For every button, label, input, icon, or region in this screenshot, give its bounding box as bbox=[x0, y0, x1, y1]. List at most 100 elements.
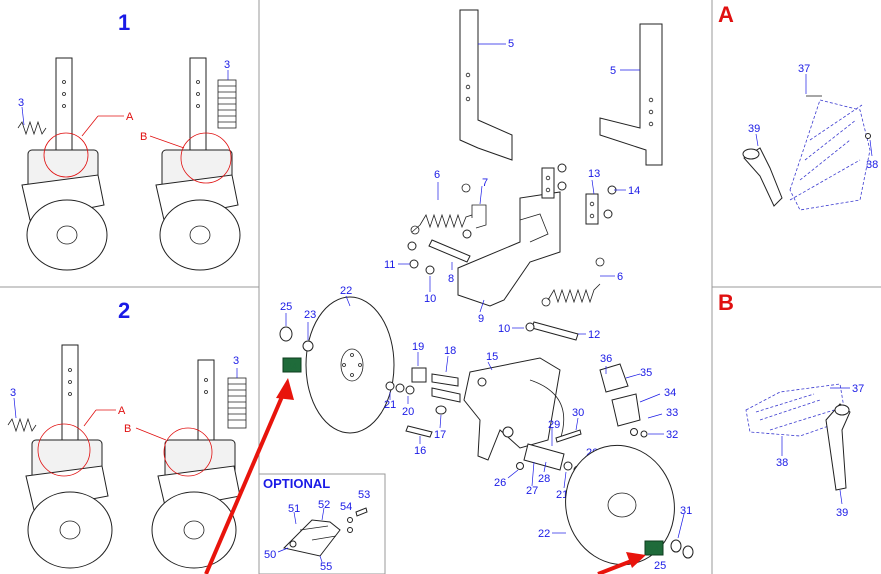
part-label: 12 bbox=[588, 329, 600, 341]
clip-part bbox=[471, 204, 487, 229]
part-label: 28 bbox=[538, 473, 550, 485]
seed-tube-part bbox=[742, 147, 783, 207]
highlight-marker bbox=[282, 357, 302, 373]
seed-tube-part bbox=[825, 403, 851, 491]
main-frame-part bbox=[457, 163, 617, 307]
callout-label-a: A bbox=[126, 111, 134, 123]
part-label: 22 bbox=[340, 285, 352, 297]
part-label: 33 bbox=[666, 407, 678, 419]
bolt-part bbox=[531, 321, 579, 341]
part-label: 3 bbox=[224, 59, 230, 71]
callout-label-a: A bbox=[118, 405, 126, 417]
row-unit-right: 3 B bbox=[140, 57, 241, 271]
part-label: 10 bbox=[498, 323, 510, 335]
part-label: 37 bbox=[852, 383, 864, 395]
part-label: 5 bbox=[508, 38, 514, 50]
part-label: 30 bbox=[572, 407, 584, 419]
part-label: 6 bbox=[434, 169, 440, 181]
detail-panel-a: A 37 39 38 bbox=[718, 2, 878, 211]
row-unit-right: 3 B bbox=[124, 355, 247, 569]
part-label: 17 bbox=[434, 429, 446, 441]
part-label: 16 bbox=[414, 445, 426, 457]
part-label: 15 bbox=[486, 351, 498, 363]
part-label: 11 bbox=[384, 259, 395, 271]
part-label: 34 bbox=[664, 387, 676, 399]
part-label: 54 bbox=[340, 501, 352, 513]
part-label: 21 bbox=[384, 399, 396, 411]
part-label: 36 bbox=[600, 353, 612, 365]
part-label: 52 bbox=[318, 499, 330, 511]
part-label: 51 bbox=[288, 503, 300, 515]
detail-a-title: A bbox=[718, 2, 734, 27]
part-label: 26 bbox=[494, 477, 506, 489]
part-label: 39 bbox=[836, 507, 848, 519]
part-label: 3 bbox=[10, 387, 16, 399]
part-label: 7 bbox=[482, 177, 488, 189]
spring-icon bbox=[7, 417, 37, 433]
part-label: 6 bbox=[617, 271, 623, 283]
part-label: 23 bbox=[304, 309, 316, 321]
disc-blade-part bbox=[565, 444, 675, 566]
part-label: 14 bbox=[628, 185, 640, 197]
disc-blade-part bbox=[305, 296, 395, 434]
part-label: 25 bbox=[280, 301, 292, 313]
part-label: 22 bbox=[538, 528, 550, 540]
part-label: 50 bbox=[264, 549, 276, 561]
part-label: 53 bbox=[358, 489, 370, 501]
part-label: 10 bbox=[424, 293, 436, 305]
bolt-part bbox=[405, 425, 433, 438]
panel-2-title: 2 bbox=[118, 298, 130, 323]
part-label: 24 bbox=[287, 361, 297, 371]
detail-panel-b: B 37 38 39 bbox=[718, 290, 864, 519]
spring-icon bbox=[217, 79, 237, 129]
spring-icon bbox=[227, 377, 247, 429]
part-label: 3 bbox=[233, 355, 239, 367]
row-unit-left: 3 A bbox=[7, 344, 126, 569]
panel-1-assemblies: 1 3 A bbox=[17, 10, 241, 271]
highlight-marker bbox=[644, 540, 664, 556]
spring-icon bbox=[541, 257, 605, 307]
l-bracket-left bbox=[459, 9, 513, 161]
callout-label-b: B bbox=[124, 423, 131, 435]
shank-body-part bbox=[463, 357, 564, 461]
bushing-parts bbox=[385, 367, 461, 403]
spring-icon bbox=[410, 183, 473, 235]
part-label: 32 bbox=[666, 429, 678, 441]
part-label: 18 bbox=[444, 345, 456, 357]
part-label: 20 bbox=[402, 406, 414, 418]
part-label: 38 bbox=[866, 159, 878, 171]
part-label: 37 bbox=[798, 63, 810, 75]
red-arrow-icon bbox=[597, 552, 646, 574]
part-label: 5 bbox=[610, 65, 616, 77]
optional-kit: OPTIONAL 51 52 54 53 50 55 bbox=[263, 476, 370, 573]
part-label: 27 bbox=[526, 485, 538, 497]
part-label: 8 bbox=[448, 273, 454, 285]
part-label: 13 bbox=[588, 168, 600, 180]
part-label: 29 bbox=[548, 419, 560, 431]
red-arrow-icon bbox=[204, 378, 294, 574]
panel-1-title: 1 bbox=[118, 10, 130, 35]
part-label: 25 bbox=[654, 560, 666, 572]
spring-icon bbox=[17, 120, 47, 136]
part-label: 24 bbox=[649, 544, 659, 554]
part-label: 38 bbox=[776, 457, 788, 469]
part-label: 55 bbox=[320, 561, 332, 573]
callout-label-b: B bbox=[140, 131, 147, 143]
part-label: 39 bbox=[748, 123, 760, 135]
part-label: 35 bbox=[640, 367, 652, 379]
optional-title: OPTIONAL bbox=[263, 476, 330, 491]
pin-part bbox=[555, 429, 582, 443]
part-label: 31 bbox=[680, 505, 692, 517]
detail-b-title: B bbox=[718, 290, 734, 315]
l-bracket-right bbox=[599, 23, 663, 166]
bracket-parts bbox=[599, 363, 648, 438]
part-label: 3 bbox=[18, 97, 24, 109]
panel-2-assemblies: 2 3 A bbox=[7, 298, 247, 569]
part-label: 9 bbox=[478, 313, 484, 325]
axle-part bbox=[523, 443, 565, 471]
exploded-view-center: 5 5 6 6 7 8 10 11 bbox=[204, 9, 694, 574]
bolt-part bbox=[407, 229, 472, 275]
row-unit-left: 3 A bbox=[17, 57, 134, 271]
